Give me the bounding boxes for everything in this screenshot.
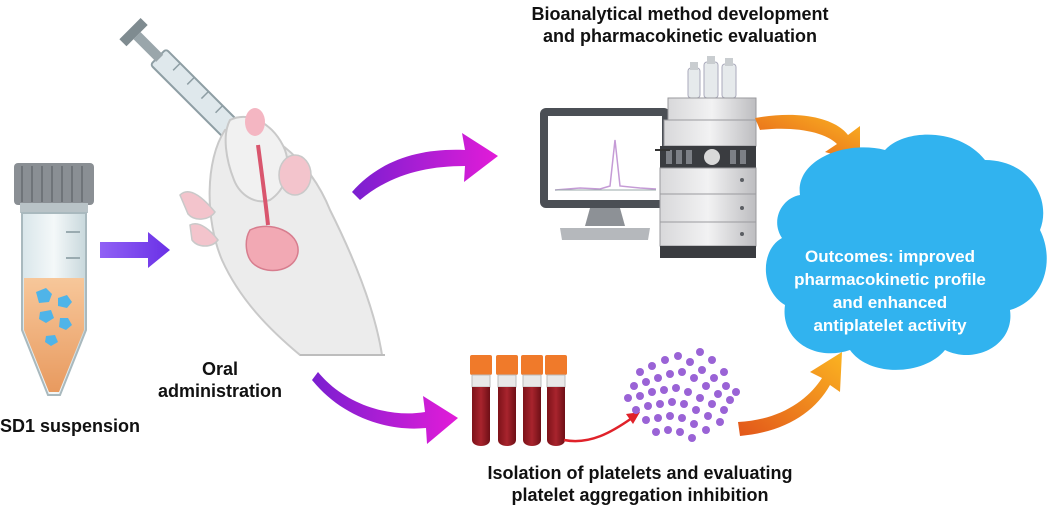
label-line: Isolation of platelets and evaluating (487, 463, 793, 483)
hplc-instrument (655, 56, 757, 258)
label-line: Bioanalytical method development (531, 4, 829, 24)
label-line: platelet aggregation inhibition (511, 485, 769, 505)
label-line: Oral (201, 359, 239, 379)
label-line: pharmacokinetic profile (794, 270, 986, 289)
sd1-suspension-tube (14, 163, 94, 396)
label-line: antiplatelet activity (813, 316, 967, 335)
label-sd1-suspension: SD1 suspension (0, 415, 170, 437)
label-line: and pharmacokinetic evaluation (542, 26, 818, 46)
blood-tubes (470, 355, 567, 446)
label-line: Outcomes: improved (804, 247, 976, 266)
red-arrow (563, 412, 640, 443)
computer-monitor (540, 108, 670, 240)
magenta-arrow-up (352, 133, 498, 200)
outcome-cloud (765, 134, 1047, 370)
label-platelet-isolation: Isolation of platelets and evaluating pl… (440, 462, 840, 506)
platelet-cluster (624, 348, 740, 442)
magenta-arrow-down (312, 372, 458, 444)
purple-arrow (100, 232, 170, 268)
label-line: SD1 suspension (0, 416, 141, 436)
label-line: and enhanced (832, 293, 948, 312)
orange-arrow-top (755, 114, 860, 162)
rat-oral-gavage-illustration (119, 17, 385, 356)
label-oral-administration: Oral administration (150, 358, 290, 402)
label-bioanalytical-method: Bioanalytical method development and pha… (460, 3, 900, 47)
label-outcomes: Outcomes: improved pharmacokinetic profi… (770, 245, 1010, 337)
orange-arrow-bottom (738, 352, 842, 436)
label-line: administration (157, 381, 282, 401)
